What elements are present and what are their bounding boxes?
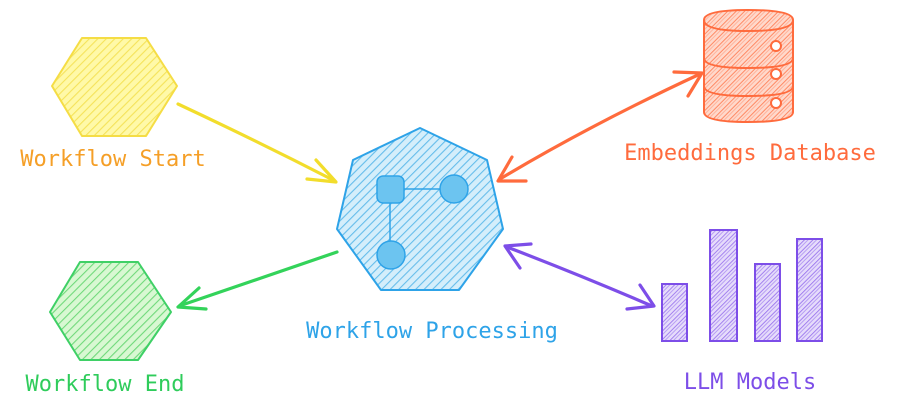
arrowhead-icon [496,155,528,183]
workflow-end-node: Workflow End [26,261,185,397]
workflow-start-label: Workflow Start [20,147,205,172]
embeddings-database-label: Embeddings Database [624,141,876,166]
workflow-graph-icon [376,174,469,270]
workflow-end-label: Workflow End [26,372,185,397]
edge-start-to-processing [176,102,338,184]
hexagon-icon [51,37,178,137]
workflow-start-node: Workflow Start [20,37,206,172]
arrowhead-icon [503,242,533,270]
database-icon [703,8,794,124]
workflow-processing-node: Workflow Processing [306,127,558,344]
arrowhead-icon [176,286,208,311]
edge-processing-models [503,242,656,311]
llm-models-node: LLM Models [661,229,823,395]
arrowhead-icon [672,70,704,98]
edge-processing-to-end [176,250,339,311]
heptagon-icon [336,127,504,291]
arrowhead-icon [625,283,656,311]
arrowhead-icon [305,158,338,184]
bar-chart-icon [661,229,823,342]
hexagon-icon [49,261,172,361]
edge-processing-database [496,70,704,183]
embeddings-database-node: Embeddings Database [624,8,876,166]
workflow-processing-label: Workflow Processing [306,319,558,344]
llm-models-label: LLM Models [684,370,816,395]
